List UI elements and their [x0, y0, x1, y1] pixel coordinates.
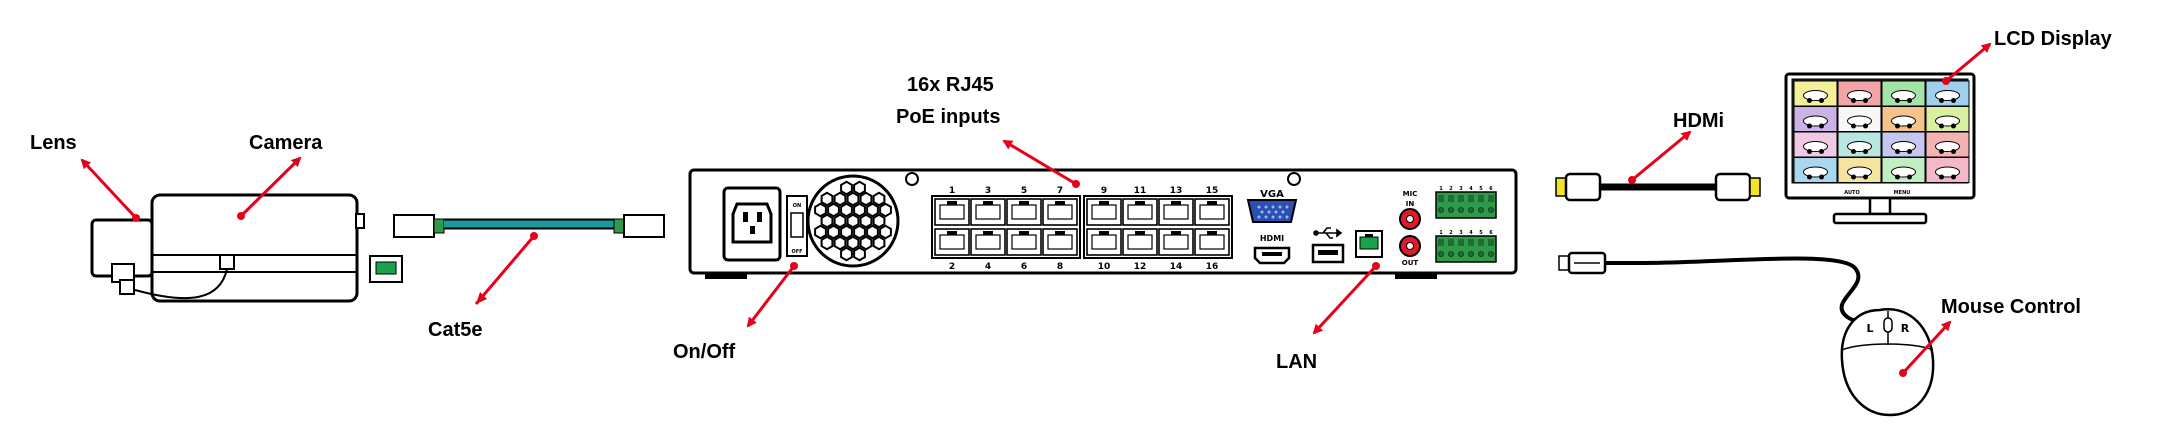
alarm-terminal-number: 3	[1459, 186, 1463, 192]
port-number-label: 1	[949, 186, 955, 196]
port-number-label: 15	[1206, 186, 1219, 196]
mouse-control-label: Mouse Control	[1941, 296, 2081, 318]
power-socket	[722, 186, 782, 262]
power-switch: ON OFF	[786, 195, 808, 257]
on-off-label: On/Off	[673, 341, 736, 363]
alarm-terminal-number: 2	[1449, 230, 1453, 236]
fan-grille	[806, 174, 900, 268]
audio-in-label: IN	[1406, 200, 1415, 208]
callout-arrows	[80, 42, 1992, 377]
lan-label: LAN	[1276, 351, 1317, 373]
vga-port: VGA	[1246, 189, 1298, 223]
port-number-label: 10	[1098, 262, 1111, 272]
cat5e-cable	[369, 214, 665, 283]
usb-port	[1311, 227, 1345, 264]
hdmi-cable	[1555, 172, 1761, 202]
monitor-button-auto: AUTO	[1844, 190, 1859, 196]
port-number-label: 12	[1134, 262, 1147, 272]
alarm-terminal-number: 5	[1479, 186, 1483, 192]
alarm-terminal-number: 4	[1469, 230, 1473, 236]
mouse-right-label: R	[1901, 322, 1910, 335]
switch-on-label: ON	[793, 203, 801, 209]
rj45-port-array	[931, 195, 1233, 259]
audio-ports: MIC IN OUT	[1399, 190, 1421, 267]
port-number-label: 8	[1057, 262, 1063, 272]
mouse-illustration: L R	[1840, 308, 1935, 417]
hdmi-arrow	[1631, 130, 1692, 182]
port-number-label: 3	[985, 186, 991, 196]
alarm-terminal-number: 3	[1459, 230, 1463, 236]
alarm-terminal-number: 5	[1479, 230, 1483, 236]
monitor-split-screen	[1793, 80, 1970, 183]
lens-label: Lens	[30, 132, 77, 154]
port-number-label: 7	[1057, 186, 1063, 196]
port-number-label: 14	[1170, 262, 1183, 272]
mouse-left-label: L	[1866, 322, 1873, 335]
lan-port	[1355, 230, 1383, 258]
hdmi-port: HDMI	[1253, 234, 1291, 265]
camera-illustration	[90, 193, 365, 303]
alarm-terminal-number: 1	[1439, 186, 1443, 192]
lcd-arrow	[1945, 42, 1992, 83]
alarm-terminal-number: 4	[1469, 186, 1473, 192]
mouse-arrow	[1901, 320, 1952, 375]
lcd-monitor: AUTO MENU	[1784, 72, 1976, 225]
cat5e-label: Cat5e	[428, 319, 482, 341]
alarm-terminal-number: 6	[1489, 230, 1493, 236]
port-number-label: 6	[1021, 262, 1027, 272]
on-off-arrow	[746, 265, 796, 328]
port-number-label: 16	[1206, 262, 1219, 272]
port-number-label: 11	[1134, 186, 1147, 196]
vga-label: VGA	[1260, 189, 1284, 200]
port-number-label: 5	[1021, 186, 1027, 196]
lcd-display-label: LCD Display	[1994, 28, 2113, 50]
lan-arrow	[1312, 264, 1378, 335]
audio-out-label: OUT	[1402, 259, 1419, 267]
monitor-button-menu: MENU	[1894, 190, 1911, 196]
port-number-label: 9	[1101, 186, 1107, 196]
port-number-label: 2	[949, 262, 955, 272]
cat5e-arrow	[474, 235, 536, 305]
alarm-terminal-number: 1	[1439, 230, 1443, 236]
poe-arrow	[1002, 139, 1077, 186]
usb-cable	[1558, 251, 1874, 323]
poe-inputs-label-line2: PoE inputs	[896, 106, 1000, 128]
alarm-terminal-number: 2	[1449, 186, 1453, 192]
hdmi-cable-label: HDMi	[1673, 110, 1724, 132]
switch-off-label: OFF	[791, 249, 802, 255]
mic-label: MIC	[1403, 190, 1418, 198]
alarm-terminal-number: 6	[1489, 186, 1493, 192]
port-number-label: 4	[985, 262, 991, 272]
lens-arrow	[80, 158, 138, 220]
poe-inputs-label-line1: 16x RJ45	[907, 74, 994, 96]
camera-label: Camera	[249, 132, 323, 154]
port-number-label: 13	[1170, 186, 1183, 196]
hdmi-label: HDMI	[1260, 234, 1284, 243]
usb-icon	[1313, 227, 1343, 239]
camera-arrow	[239, 156, 302, 218]
